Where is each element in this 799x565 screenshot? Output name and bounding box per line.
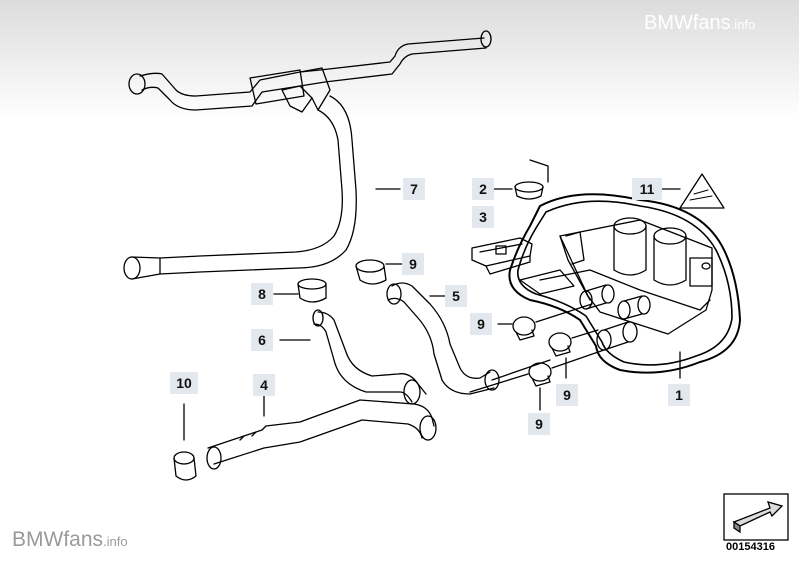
hose-clamp-icon [497,303,593,341]
hose-5-icon [386,282,500,395]
callout-9-right: 9 [556,384,578,406]
hose-clamp-icon [528,349,605,411]
callout-6: 6 [251,329,273,351]
callout-8: 8 [251,283,273,305]
callout-3: 3 [472,206,494,228]
grommet-2-icon [493,159,549,200]
valve-block-1-icon [519,217,713,379]
sleeve-8-icon [273,278,327,303]
watermark-suffix: .info [730,17,756,32]
callout-9-lower: 9 [528,413,550,435]
callout-4: 4 [253,374,275,396]
watermark-bottom: BMWfans.info [12,528,128,552]
watermark-brand: BMWfans [12,528,104,551]
watermark-brand: BMWfans [644,12,731,34]
sleeve-10-icon [173,403,197,481]
hose-7-icon [123,30,492,280]
callout-5: 5 [445,285,467,307]
hose-6-icon [279,309,427,405]
top-gradient [0,0,799,120]
outline-scribble-icon [508,193,741,374]
callout-10: 10 [170,372,198,394]
callout-2: 2 [472,178,494,200]
hose-4-icon [206,395,437,470]
callout-9-mid: 9 [470,313,492,335]
warning-triangle-icon [661,173,725,209]
watermark-top: BMWfans.info [644,12,755,35]
corner-arrow-icon [723,493,789,541]
callout-7: 7 [403,178,425,200]
callout-11: 11 [632,178,662,200]
callout-1: 1 [668,384,690,406]
document-number: 00154316 [726,541,775,553]
hose-clamp-icon [548,329,599,379]
callout-9-upper: 9 [402,253,424,275]
sleeve-9-icon [355,259,405,285]
watermark-suffix: .info [103,534,128,549]
